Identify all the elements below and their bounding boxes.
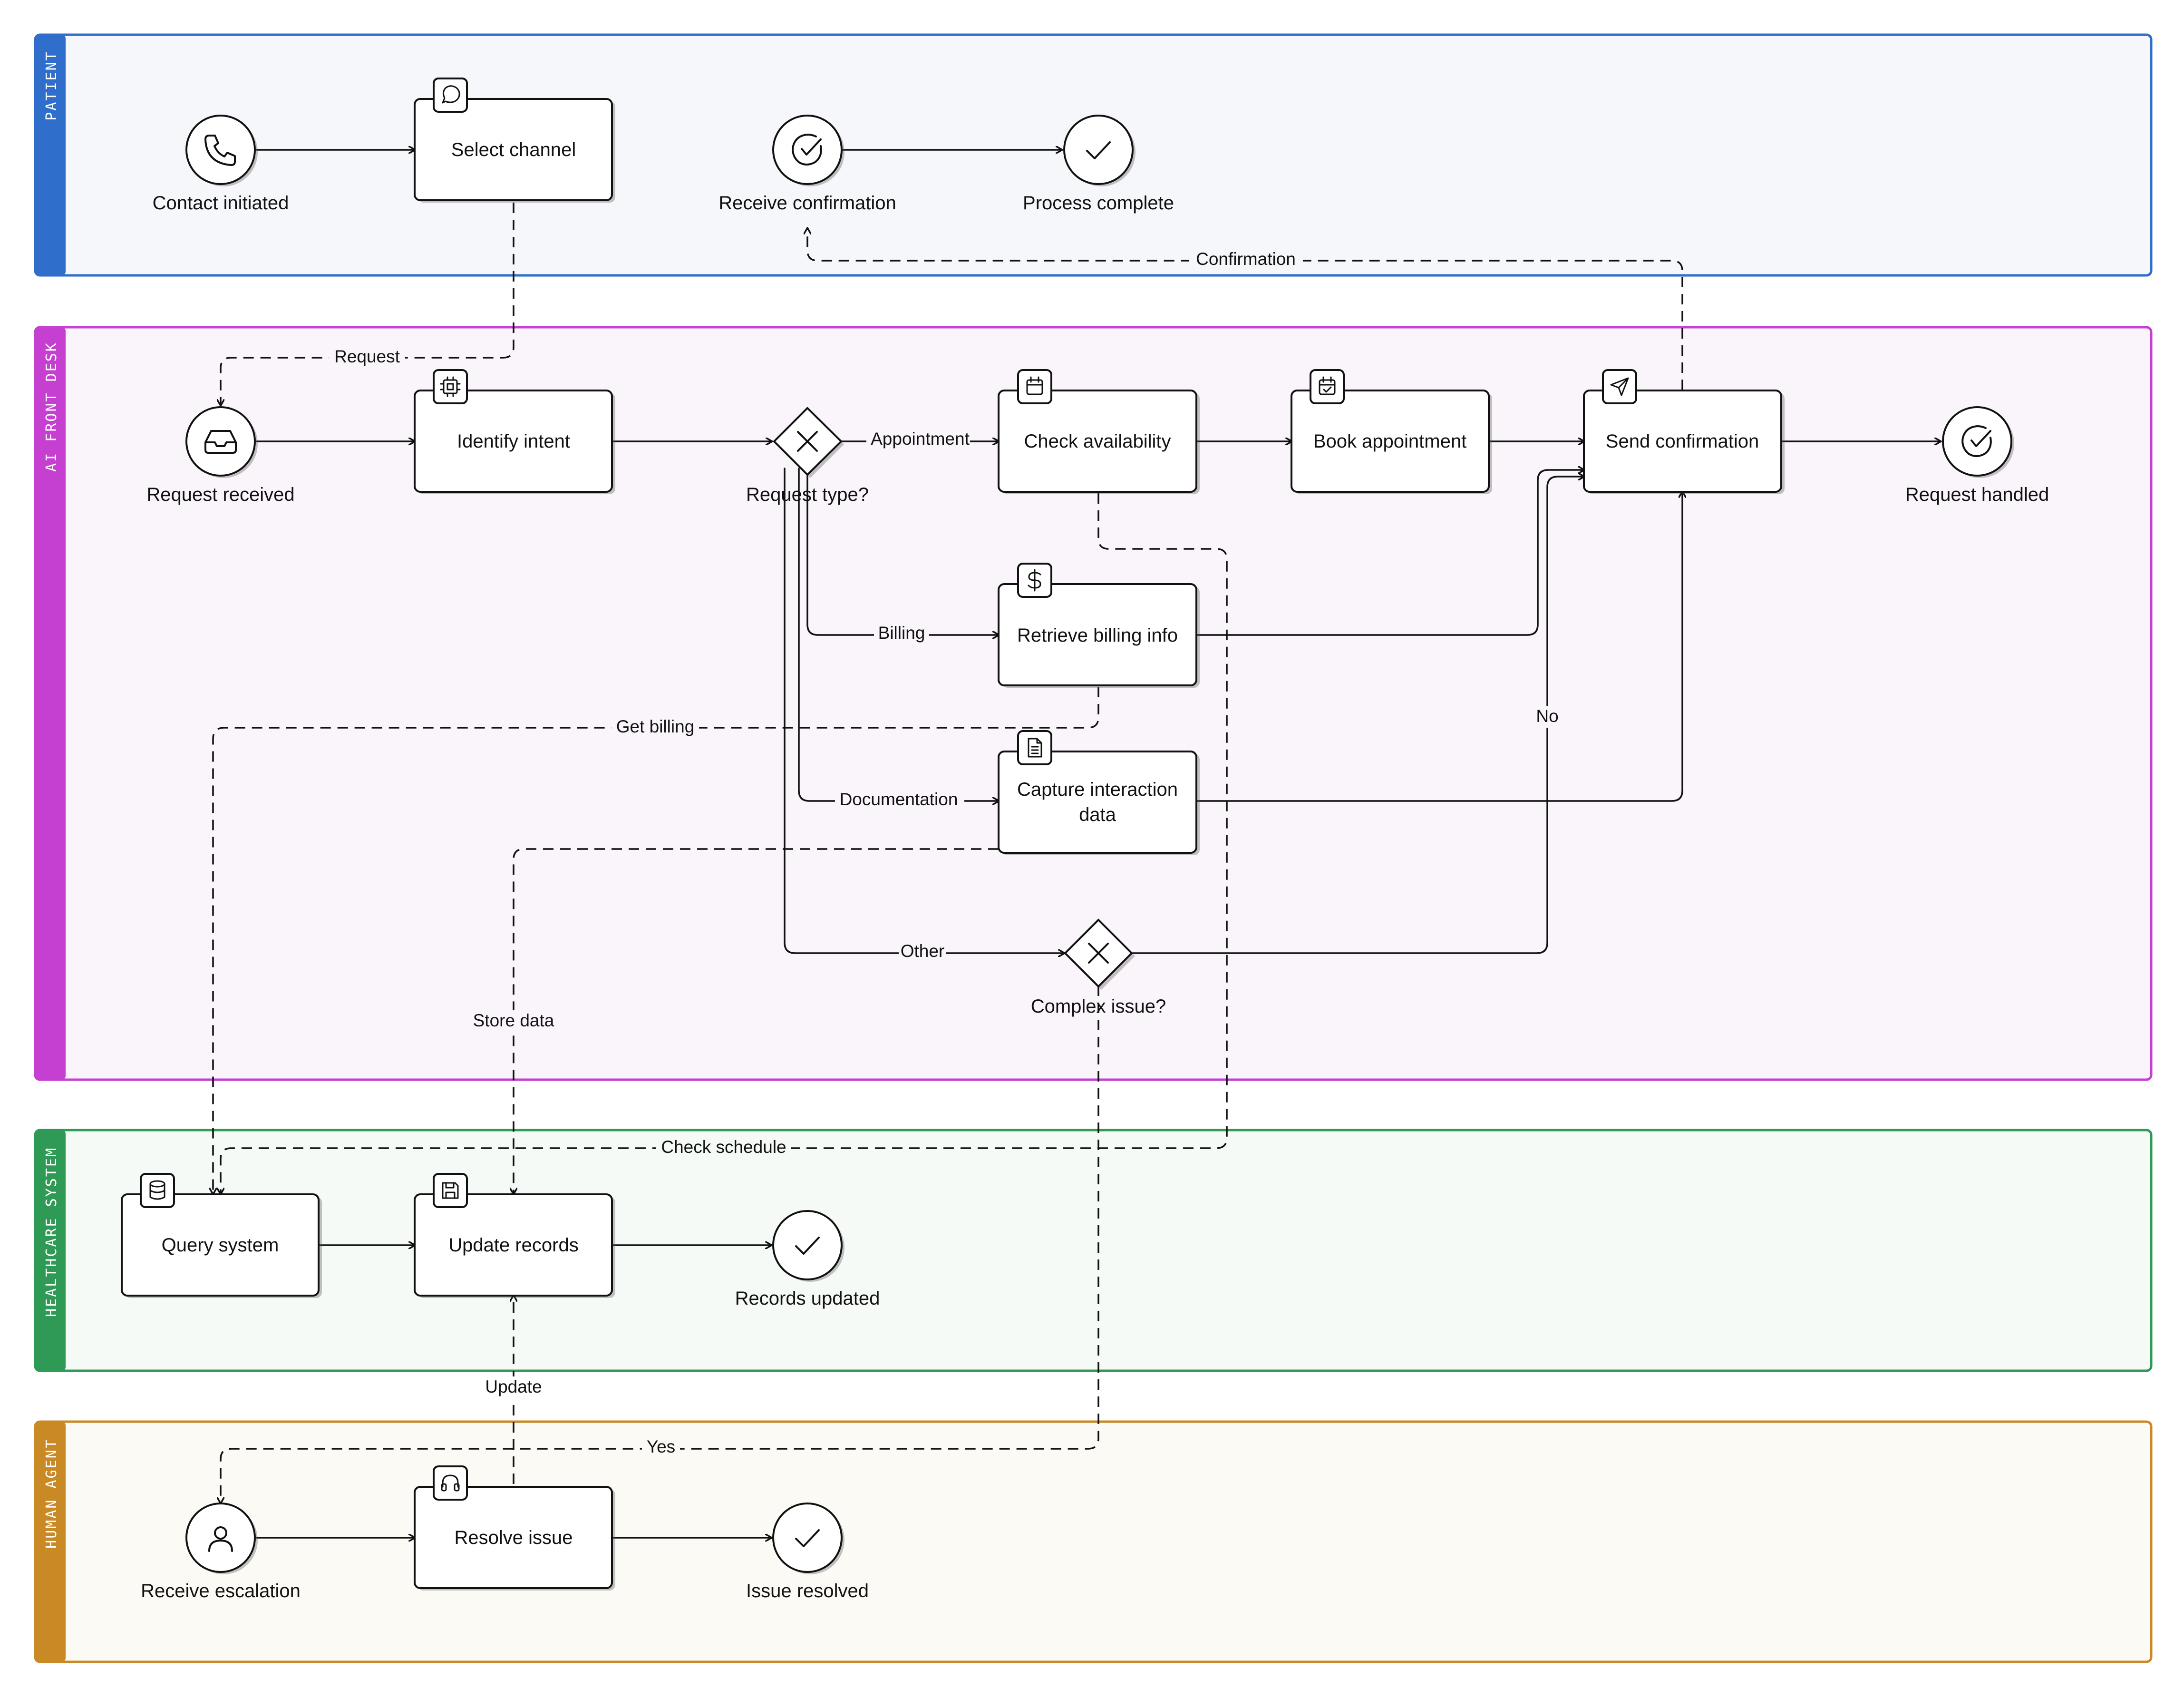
edge-labels: Request Confirmation Appointment Billing… — [329, 248, 1563, 1458]
save-icon — [442, 1182, 459, 1199]
send-icon — [1610, 377, 1629, 396]
task-query-system[interactable]: Query system — [121, 1173, 322, 1298]
event-request-received[interactable]: Request received — [146, 406, 295, 505]
event-label: Records updated — [735, 1288, 880, 1309]
dollar-icon — [1028, 569, 1041, 592]
event-label: Request received — [146, 484, 294, 505]
lane-ai-front-desk: AI FRONT DESK — [34, 326, 2153, 1081]
event-process-complete[interactable]: Process complete — [1023, 115, 1174, 214]
flow-documentation — [798, 468, 999, 801]
event-receive-escalation[interactable]: Receive escalation — [141, 1503, 301, 1601]
event-request-handled[interactable]: Request handled — [1905, 406, 2049, 505]
task-label: Retrieve billing info — [1017, 625, 1178, 646]
lane-human-agent: HUMAN AGENT — [34, 1420, 2153, 1663]
task-update-records[interactable]: Update records — [414, 1173, 615, 1298]
task-label-line-1: Capture interaction — [1017, 779, 1178, 800]
label-request: Request — [334, 347, 400, 366]
headphones-icon — [441, 1474, 460, 1492]
label-documentation: Documentation — [840, 790, 958, 809]
check-icon — [795, 1529, 820, 1547]
flow-billing — [806, 468, 999, 635]
flow-other — [784, 468, 1064, 953]
gateway-label: Complex issue? — [1031, 996, 1166, 1017]
label-appointment: Appointment — [871, 429, 970, 449]
task-label: Book appointment — [1313, 431, 1466, 452]
flow-billing-to-send — [1195, 470, 1584, 636]
task-label: Identify intent — [457, 431, 570, 452]
inbox-icon — [204, 430, 237, 454]
gateway-request-type[interactable]: Request type? — [746, 407, 869, 505]
event-label: Contact initiated — [153, 193, 289, 214]
user-icon — [208, 1526, 233, 1552]
message-get-billing — [213, 687, 1099, 1194]
task-label: Check availability — [1024, 431, 1171, 452]
label-no: No — [1536, 706, 1558, 726]
message-confirmation — [807, 228, 1683, 390]
task-check-availability[interactable]: Check availability — [998, 369, 1200, 494]
lane-label-ai-front-desk: AI FRONT DESK — [43, 342, 60, 472]
lane-label-human-agent: HUMAN AGENT — [43, 1438, 60, 1549]
label-billing: Billing — [878, 623, 925, 643]
x-icon — [797, 431, 818, 452]
task-select-channel[interactable]: Select channel — [414, 78, 615, 203]
gateway-complex-issue[interactable]: Complex issue? — [1031, 918, 1166, 1017]
message-flows — [213, 203, 1683, 1503]
label-other: Other — [901, 941, 945, 961]
task-identify-intent[interactable]: Identify intent — [414, 369, 615, 494]
event-label: Process complete — [1023, 193, 1174, 214]
label-confirmation: Confirmation — [1196, 249, 1296, 269]
x-icon — [1088, 943, 1109, 964]
event-issue-resolved[interactable]: Issue resolved — [746, 1503, 869, 1601]
event-contact-initiated[interactable]: Contact initiated — [153, 115, 289, 214]
message-circle-icon — [442, 85, 460, 104]
task-label: Update records — [448, 1235, 578, 1256]
calendar-check-icon — [1319, 376, 1336, 395]
cpu-icon — [440, 376, 461, 397]
check-circle-icon — [1961, 425, 1992, 457]
label-update: Update — [485, 1377, 542, 1396]
label-store-data: Store data — [473, 1011, 554, 1030]
task-label: Select channel — [451, 139, 576, 160]
event-receive-confirmation[interactable]: Receive confirmation — [718, 115, 896, 214]
lane-label-patient: PATIENT — [43, 50, 60, 120]
message-check-schedule — [221, 493, 1228, 1194]
task-label: Send confirmation — [1606, 431, 1759, 452]
task-label-line-2: data — [1079, 804, 1116, 825]
event-label: Request handled — [1905, 484, 2049, 505]
label-yes: Yes — [647, 1437, 675, 1456]
check-icon — [1086, 141, 1111, 159]
message-store-data — [514, 848, 999, 1194]
file-text-icon — [1028, 738, 1042, 758]
event-label: Receive confirmation — [718, 193, 896, 214]
calendar-icon — [1026, 376, 1043, 395]
task-book-appointment[interactable]: Book appointment — [1291, 369, 1492, 494]
event-label: Receive escalation — [141, 1581, 301, 1601]
database-icon — [149, 1180, 165, 1200]
check-circle-icon — [792, 134, 822, 166]
task-capture-interaction-data[interactable]: Capture interaction data — [998, 730, 1200, 855]
task-send-confirmation[interactable]: Send confirmation — [1583, 369, 1785, 494]
label-get-billing: Get billing — [616, 717, 695, 736]
check-icon — [795, 1237, 820, 1255]
task-label: Resolve issue — [454, 1527, 573, 1548]
lane-label-healthcare-system: HEALTHCARE SYSTEM — [43, 1147, 60, 1317]
label-check-schedule: Check schedule — [661, 1137, 786, 1157]
flow-capture-to-send — [1195, 492, 1682, 802]
lane-healthcare-system: HEALTHCARE SYSTEM — [34, 1129, 2153, 1372]
gateway-label: Request type? — [746, 484, 869, 505]
event-records-updated[interactable]: Records updated — [735, 1210, 880, 1309]
event-label: Issue resolved — [746, 1581, 869, 1601]
phone-icon — [204, 135, 236, 166]
task-resolve-issue[interactable]: Resolve issue — [414, 1465, 615, 1591]
task-retrieve-billing[interactable]: Retrieve billing info — [998, 563, 1200, 688]
task-label: Query system — [162, 1235, 279, 1256]
